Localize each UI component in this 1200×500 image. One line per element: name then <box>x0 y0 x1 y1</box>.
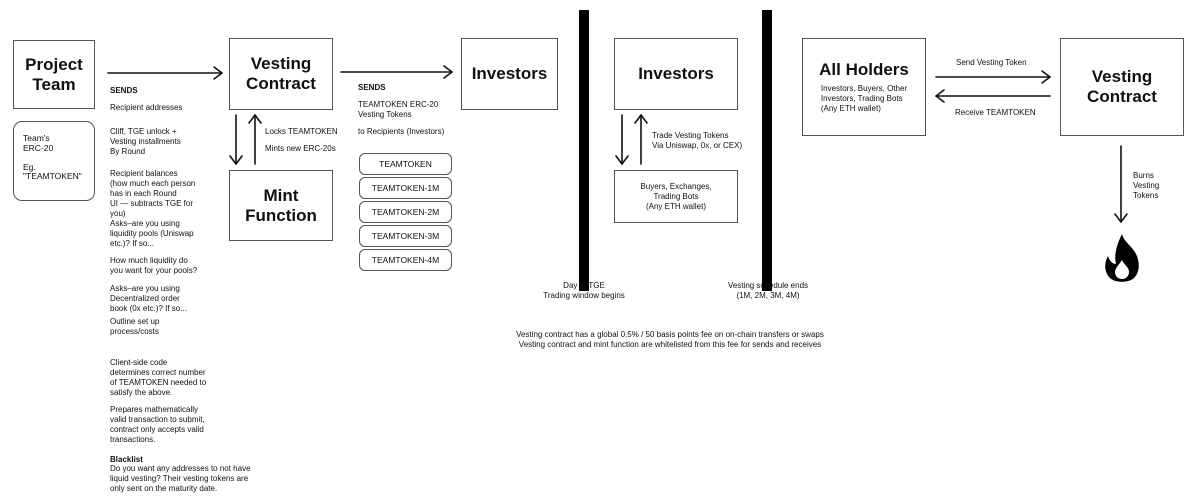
balances-text: Recipient balances (how much each person… <box>110 169 196 218</box>
outline-text: Outline set up process/costs <box>110 317 160 336</box>
investors-box-2: Investors <box>614 38 738 110</box>
sends-tokens-text: TEAMTOKEN ERC-20 Vesting Tokens <box>358 100 439 119</box>
blacklist-heading: Blacklist <box>110 455 143 464</box>
token-pill: TEAMTOKEN-4M <box>359 249 452 271</box>
arrow-head <box>213 66 223 80</box>
vesting-contract-label-2: Vesting Contract <box>1087 67 1157 106</box>
arrow-head <box>935 89 945 103</box>
fire-icon <box>1105 234 1139 282</box>
arrow-head <box>443 65 453 79</box>
arrow-head <box>248 114 262 124</box>
mints-label: Mints new ERC-20s <box>265 144 336 153</box>
sends-heading-1: SENDS <box>110 86 138 95</box>
token-pill: TEAMTOKEN-3M <box>359 225 452 247</box>
vesting-contract-box-1: Vesting Contract <box>229 38 333 110</box>
buyers-label: Buyers, Exchanges, Trading Bots (Any ETH… <box>640 181 712 211</box>
receive-teamtoken-label: Receive TEAMTOKEN <box>955 108 1036 117</box>
all-holders-box: All Holders Investors, Buyers, Other Inv… <box>802 38 926 136</box>
locks-label: Locks TEAMTOKEN <box>265 127 338 136</box>
arrow-head <box>1114 213 1128 223</box>
recipient-addresses: Recipient addresses <box>110 103 183 112</box>
all-holders-label: All Holders <box>819 60 909 79</box>
arrow-head <box>615 155 629 165</box>
fee-note: Vesting contract has a global 0.5% / 50 … <box>516 330 824 349</box>
client-code-text: Client-side code determines correct numb… <box>110 358 207 397</box>
tge-timeline-bar <box>579 10 589 291</box>
vesting-end-label: Vesting schedule ends (1M, 2M, 3M, 4M) <box>727 281 809 300</box>
token-pill: TEAMTOKEN-2M <box>359 201 452 223</box>
arrow-head <box>229 155 243 165</box>
cliff-text: Cliff, TGE unlock + Vesting installments… <box>110 127 181 156</box>
buyers-box: Buyers, Exchanges, Trading Bots (Any ETH… <box>614 170 738 223</box>
arrow-head <box>1041 70 1051 84</box>
day1-label: Day 1, TGE Trading window begins <box>543 281 625 300</box>
send-vesting-token-label: Send Vesting Token <box>956 58 1027 67</box>
trade-label: Trade Vesting Tokens Via Uniswap, 0x, or… <box>652 131 743 150</box>
sends-to-text: to Recipients (Investors) <box>358 127 445 136</box>
mint-function-box: Mint Function <box>229 170 333 241</box>
investors-box-1: Investors <box>461 38 558 110</box>
project-team-box: Project Team <box>13 40 95 109</box>
project-team-label: Project Team <box>25 54 83 94</box>
blacklist-text: Do you want any addresses to not have li… <box>110 464 251 493</box>
all-holders-sub: Investors, Buyers, Other Investors, Trad… <box>820 84 908 113</box>
team-token-label: Team's ERC-20 Eg. "TEAMTOKEN" <box>23 133 82 181</box>
burns-label: Burns Vesting Tokens <box>1133 171 1160 200</box>
vesting-contract-box-2: Vesting Contract <box>1060 38 1184 136</box>
team-token-box: Team's ERC-20 Eg. "TEAMTOKEN" <box>13 121 95 201</box>
asks-dex-text: Asks–are you using Decentralized order b… <box>110 284 187 313</box>
sends-heading-2: SENDS <box>358 83 386 92</box>
arrow-head <box>634 114 648 124</box>
liquidity-text: How much liquidity do you want for your … <box>110 256 198 275</box>
vesting-end-timeline-bar <box>762 10 772 291</box>
investors-label-1: Investors <box>471 64 548 83</box>
token-pill: TEAMTOKEN <box>359 153 452 175</box>
token-pill: TEAMTOKEN-1M <box>359 177 452 199</box>
investors-label-2: Investors <box>638 64 714 83</box>
mint-function-label: Mint Function <box>245 185 317 225</box>
prepares-text: Prepares mathematically valid transactio… <box>110 405 205 444</box>
vesting-contract-label-1: Vesting Contract <box>246 54 316 93</box>
asks-lp-text: Asks–are you using liquidity pools (Unis… <box>110 219 194 248</box>
